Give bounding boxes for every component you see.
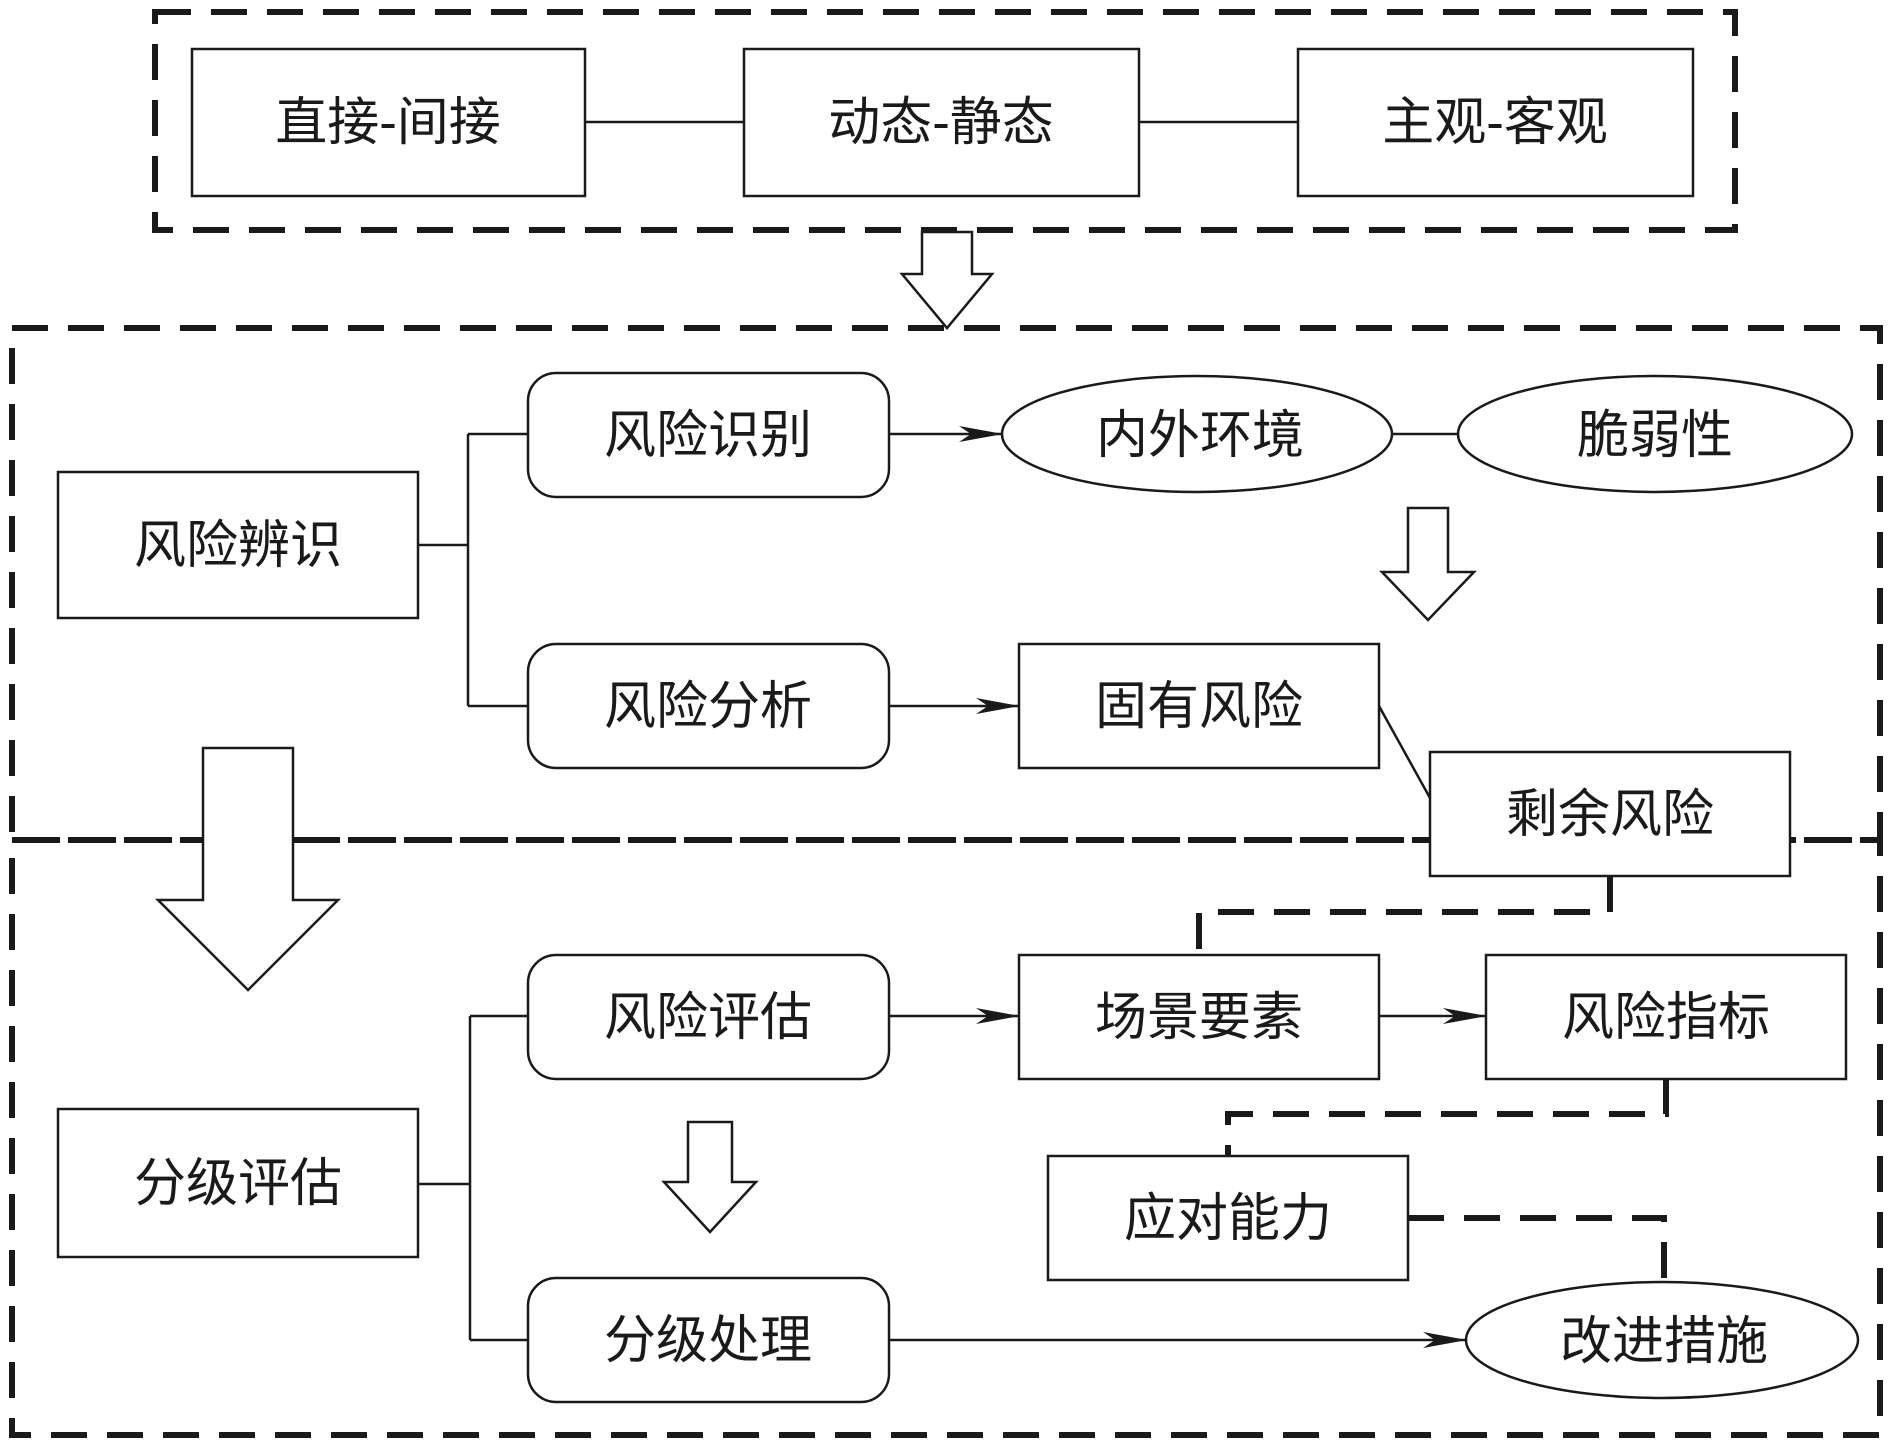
label-environment: 内外环境 xyxy=(1096,406,1304,466)
down-arrow-evaluate xyxy=(661,1120,759,1234)
label-dynamic-static: 动态-静态 xyxy=(828,93,1054,153)
label-risk-analysis: 风险分析 xyxy=(604,677,812,737)
down-arrow-top xyxy=(899,230,995,330)
assessment-branch-connector xyxy=(418,1014,528,1342)
ellipse-improvement-measures: 改进措施 xyxy=(1464,1280,1860,1400)
label-residual-risk: 剩余风险 xyxy=(1506,785,1714,845)
ellipse-vulnerability: 脆弱性 xyxy=(1456,374,1854,494)
box-inherent-risk: 固有风险 xyxy=(1017,642,1381,770)
box-graded-assessment-main: 分级评估 xyxy=(56,1107,420,1259)
label-risk-evaluate: 风险评估 xyxy=(604,988,812,1048)
label-vulnerability: 脆弱性 xyxy=(1577,406,1733,466)
label-inherent-risk: 固有风险 xyxy=(1095,677,1303,737)
box-risk-identification-main: 风险辨识 xyxy=(56,470,420,620)
label-improvement-measures: 改进措施 xyxy=(1560,1312,1768,1372)
identification-dashed-group xyxy=(9,325,1883,843)
box-graded-handling: 分级处理 xyxy=(526,1276,891,1404)
label-graded-handling: 分级处理 xyxy=(604,1311,812,1371)
box-residual-risk: 剩余风险 xyxy=(1428,750,1792,878)
down-arrow-sections xyxy=(154,746,342,992)
label-subjective-objective: 主观-客观 xyxy=(1382,93,1608,153)
label-response-capacity: 应对能力 xyxy=(1124,1189,1332,1249)
box-direct-indirect: 直接-间接 xyxy=(190,47,587,198)
inherent-residual-connector xyxy=(1377,705,1432,799)
label-scenario-elements: 场景要素 xyxy=(1095,988,1303,1048)
top-dashed-group xyxy=(152,9,1738,233)
identification-branch-connector xyxy=(418,432,528,708)
dashed-link-indicators-to-capacity xyxy=(1225,1079,1669,1156)
dashed-link-capacity-to-measures xyxy=(1408,1215,1667,1282)
label-graded-assessment-main: 分级评估 xyxy=(134,1154,342,1214)
down-arrow-vulnerability xyxy=(1379,506,1477,622)
box-dynamic-static: 动态-静态 xyxy=(742,47,1141,198)
box-risk-evaluate: 风险评估 xyxy=(526,953,891,1081)
label-risk-identify: 风险识别 xyxy=(604,406,812,466)
label-direct-indirect: 直接-间接 xyxy=(275,93,501,153)
box-response-capacity: 应对能力 xyxy=(1046,1154,1410,1282)
label-risk-identification-main: 风险辨识 xyxy=(134,516,342,576)
box-risk-analysis: 风险分析 xyxy=(526,642,891,770)
dashed-link-residual-to-scenario xyxy=(1196,876,1613,955)
box-subjective-objective: 主观-客观 xyxy=(1296,47,1695,198)
box-risk-indicators: 风险指标 xyxy=(1484,953,1848,1081)
box-risk-identify: 风险识别 xyxy=(526,371,891,499)
label-risk-indicators: 风险指标 xyxy=(1562,988,1770,1048)
ellipse-environment: 内外环境 xyxy=(1000,374,1394,494)
box-scenario-elements: 场景要素 xyxy=(1017,953,1381,1081)
